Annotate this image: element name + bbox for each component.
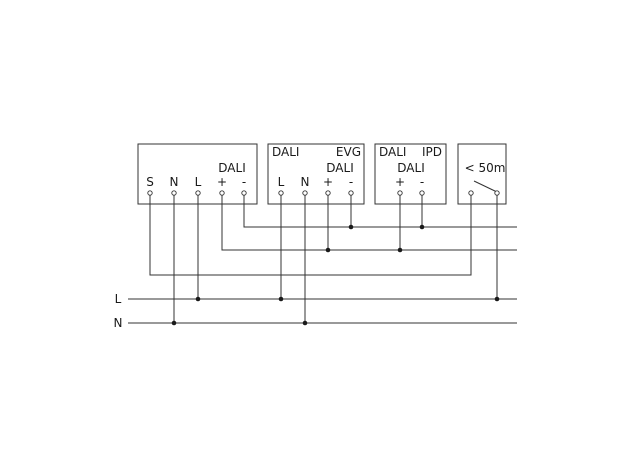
junction-dot: [348, 224, 354, 230]
supply-terminal-n-label: N: [170, 175, 179, 189]
terminal-circle: [397, 190, 403, 196]
ballast-dali-plus-label: +: [323, 175, 333, 189]
switch-distance-label: < 50m: [465, 161, 506, 175]
ballast-dali-minus-label: -: [349, 175, 353, 189]
terminal-circle: [219, 190, 225, 196]
supply-dali-minus-label: -: [242, 175, 246, 189]
terminal-circle: [302, 190, 308, 196]
ipd-title: IPD: [422, 145, 442, 159]
wire-dali-plus-bus: [221, 193, 517, 251]
rail-n-label: N: [114, 316, 123, 330]
junction-dot: [325, 247, 331, 253]
supply-dali-plus-label: +: [217, 175, 227, 189]
ipd-dali-label: DALI: [397, 161, 424, 175]
junction-dot: [419, 224, 425, 230]
wire-s-to-switch: [149, 193, 472, 276]
ballast-terminal-l-label: L: [278, 175, 285, 189]
junction-dot: [171, 320, 177, 326]
terminal-circle: [278, 190, 284, 196]
terminal-circle: [348, 190, 354, 196]
rail-l-label: L: [115, 292, 122, 306]
ballast-dali-title: DALI: [272, 145, 299, 159]
terminal-circle: [241, 190, 247, 196]
ballast-terminal-n-label: N: [301, 175, 310, 189]
terminal-circle: [468, 190, 474, 196]
junction-dot: [302, 320, 308, 326]
ballast-evg-title: EVG: [336, 145, 361, 159]
terminal-circle: [419, 190, 425, 196]
terminal-circle: [494, 190, 500, 196]
supply-terminal-s-label: S: [146, 175, 154, 189]
junction-dot: [397, 247, 403, 253]
switch-contact: [473, 180, 498, 193]
junction-dot: [278, 296, 284, 302]
terminal-circle: [325, 190, 331, 196]
junction-dot: [195, 296, 201, 302]
ballast-module-box: [267, 143, 365, 205]
terminal-circle: [147, 190, 153, 196]
ipd-dali-minus-label: -: [420, 175, 424, 189]
terminal-circle: [195, 190, 201, 196]
junction-dot: [494, 296, 500, 302]
ballast-dali-label: DALI: [326, 161, 353, 175]
ipd-dali-plus-label: +: [395, 175, 405, 189]
terminal-circle: [171, 190, 177, 196]
supply-dali-label: DALI: [218, 161, 245, 175]
wire-dali-minus-bus: [243, 193, 517, 228]
ipd-dali-title: DALI: [379, 145, 406, 159]
ipd-module-box: [374, 143, 447, 205]
supply-terminal-l-label: L: [195, 175, 202, 189]
